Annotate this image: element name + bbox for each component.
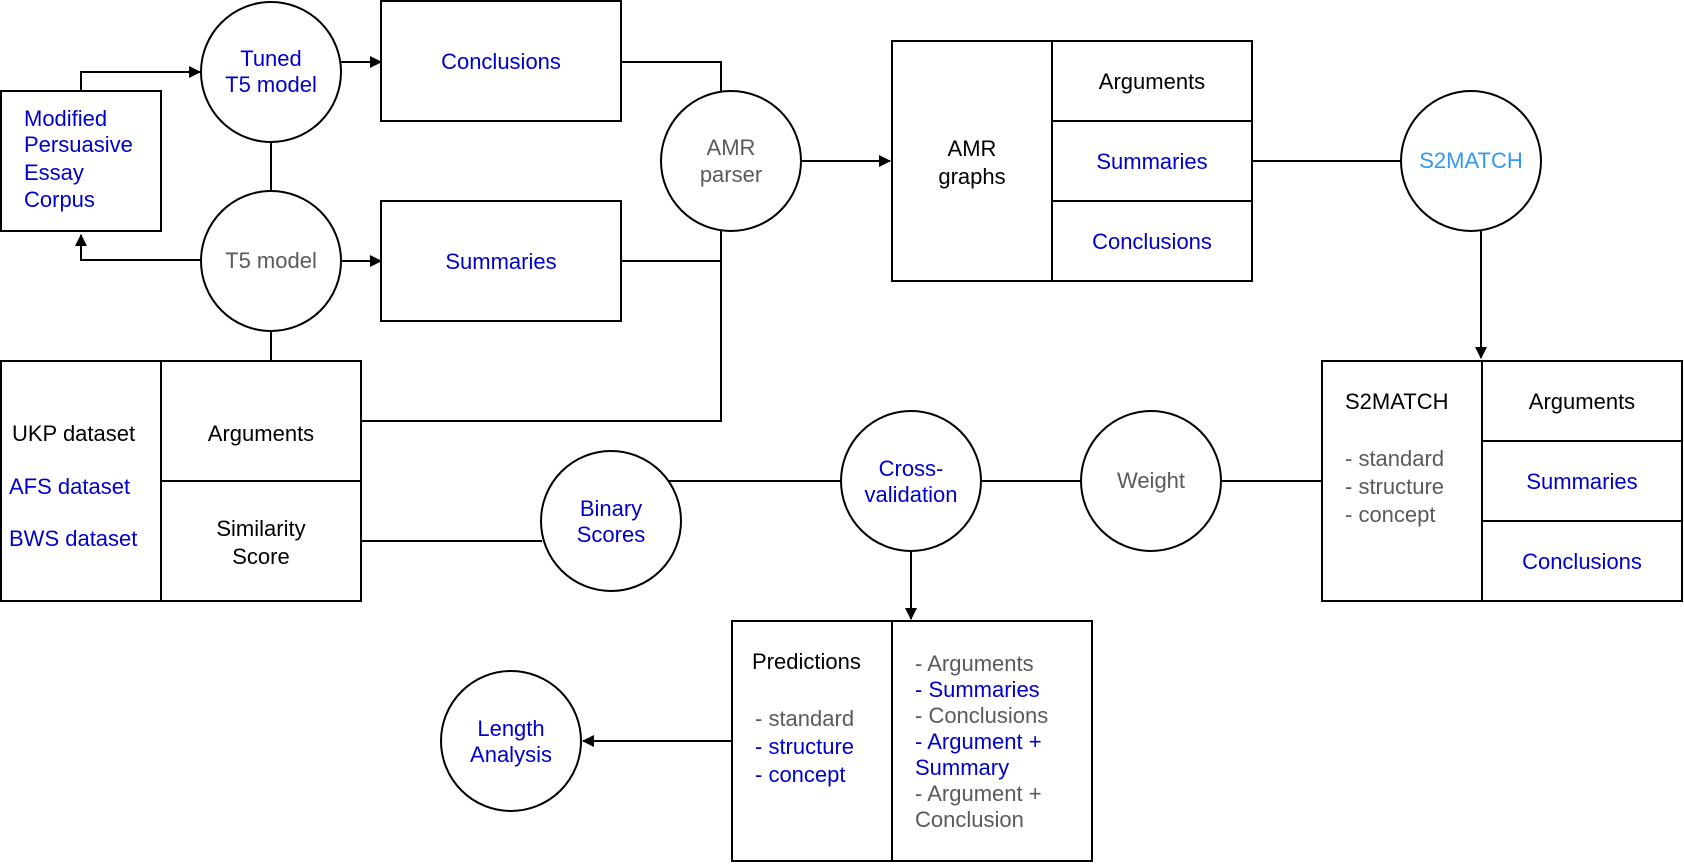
svg-text:validation: validation: [865, 482, 958, 507]
prediction-variant: - structure: [755, 734, 854, 759]
svg-text:Weight: Weight: [1117, 468, 1185, 493]
dataset-bws: BWS dataset: [9, 526, 137, 551]
s2match-row-conclusions: Conclusions: [1522, 549, 1642, 574]
datasets-arguments: Arguments: [208, 421, 314, 446]
svg-text:Corpus: Corpus: [24, 187, 95, 212]
svg-text:Analysis: Analysis: [470, 742, 552, 767]
amr-row-summaries: Summaries: [1096, 149, 1207, 174]
svg-text:Persuasive: Persuasive: [24, 132, 133, 157]
svg-text:Length: Length: [477, 716, 544, 741]
dataset-ukp: UKP dataset: [12, 421, 135, 446]
amr-graphs-title: AMR: [948, 136, 997, 161]
s2match-variant: - concept: [1345, 502, 1436, 527]
svg-text:Scores: Scores: [577, 522, 645, 547]
datasets-table: UKP dataset AFS dataset BWS dataset Argu…: [0, 360, 362, 602]
s2match-variant: - structure: [1345, 474, 1444, 499]
prediction-input: Summary: [915, 755, 1009, 780]
conclusions-box: Conclusions: [380, 0, 622, 122]
s2match-table-title: S2MATCH: [1345, 389, 1449, 414]
dataset-afs: AFS dataset: [9, 474, 130, 499]
amr-row-conclusions: Conclusions: [1092, 229, 1212, 254]
amr-parser-node: AMR parser: [660, 90, 802, 232]
svg-text:Cross-: Cross-: [879, 456, 944, 481]
datasets-similarity: Similarity: [216, 516, 305, 541]
edge-corpus-to-tuned: [80, 66, 201, 91]
weight-node: Weight: [1080, 410, 1222, 552]
prediction-input: - Arguments: [915, 651, 1034, 676]
summaries-box: Summaries: [380, 200, 622, 322]
amr-graphs-table: AMR graphs Arguments Summaries Conclusio…: [891, 40, 1253, 282]
svg-text:graphs: graphs: [938, 164, 1005, 189]
s2match-table: S2MATCH - standard - structure - concept…: [1321, 360, 1683, 602]
edge-t5-to-corpus: [75, 234, 200, 261]
t5-model-node: T5 model: [200, 190, 342, 332]
prediction-input: Conclusion: [915, 807, 1024, 832]
s2match-row-arguments: Arguments: [1529, 389, 1635, 414]
svg-text:Summaries: Summaries: [445, 249, 556, 274]
svg-text:Binary: Binary: [580, 496, 642, 521]
s2match-row-summaries: Summaries: [1526, 469, 1637, 494]
length-analysis-node: Length Analysis: [440, 670, 582, 812]
prediction-input: - Conclusions: [915, 703, 1048, 728]
predictions-table: Predictions - standard - structure - con…: [731, 620, 1093, 862]
svg-text:T5 model: T5 model: [225, 72, 317, 97]
svg-text:Tuned: Tuned: [240, 46, 302, 71]
modified-corpus-box: Modified Persuasive Essay Corpus: [0, 90, 162, 232]
prediction-variant: - concept: [755, 762, 846, 787]
s2match-variant: - standard: [1345, 446, 1444, 471]
svg-text:T5 model: T5 model: [225, 248, 317, 273]
amr-row-arguments: Arguments: [1099, 69, 1205, 94]
svg-text:Conclusions: Conclusions: [441, 49, 561, 74]
svg-text:parser: parser: [700, 162, 762, 187]
prediction-input: - Argument +: [915, 781, 1042, 806]
edge-conclusions-to-parser: [621, 61, 722, 92]
predictions-title: Predictions: [752, 649, 861, 674]
svg-text:Essay: Essay: [24, 160, 84, 185]
cross-validation-node: Cross- validation: [840, 410, 982, 552]
svg-text:AMR: AMR: [707, 135, 756, 160]
prediction-variant: - standard: [755, 706, 854, 731]
svg-text:Score: Score: [232, 544, 289, 569]
edge-summaries-to-parser: [621, 230, 722, 262]
svg-text:S2MATCH: S2MATCH: [1419, 148, 1523, 173]
tuned-t5-node: Tuned T5 model: [200, 1, 342, 143]
svg-text:Modified: Modified: [24, 106, 107, 131]
edge-arguments-to-parser: [361, 230, 722, 422]
binary-scores-node: Binary Scores: [540, 450, 682, 592]
prediction-input: - Summaries: [915, 677, 1040, 702]
s2match-node: S2MATCH: [1400, 90, 1542, 232]
prediction-input: - Argument +: [915, 729, 1042, 754]
